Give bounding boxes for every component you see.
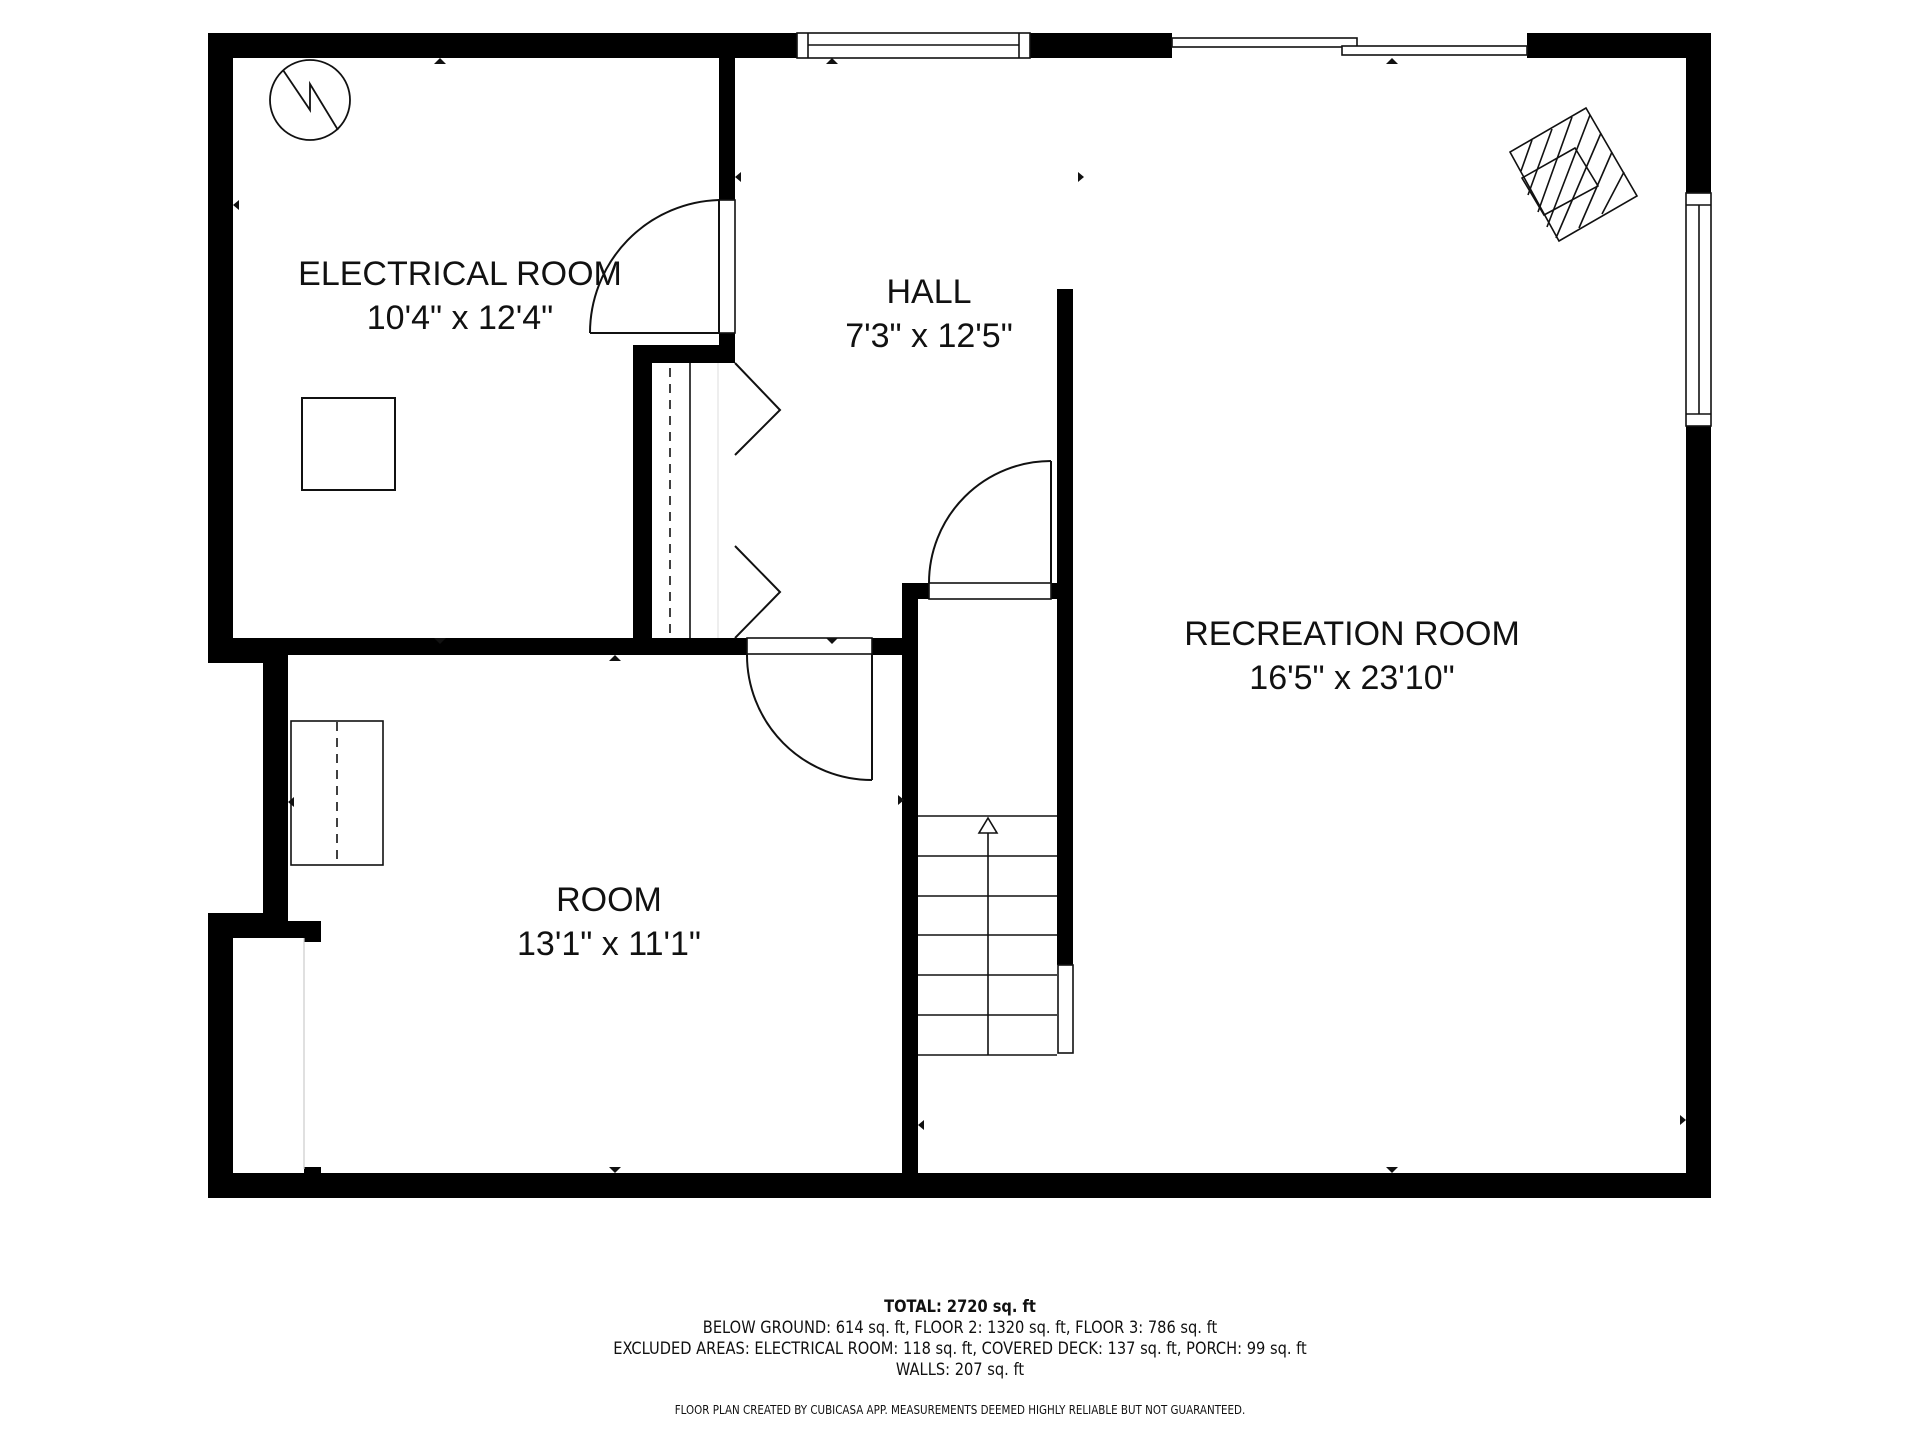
wall-closet-top	[633, 345, 735, 363]
room-dims-recreation: 16'5" x 23'10"	[1249, 659, 1455, 697]
water-heater-icon	[269, 59, 351, 141]
room-label-electrical: ELECTRICAL ROOM 10'4" x 12'4"	[298, 254, 622, 338]
closet-hall	[669, 363, 719, 638]
closet-room	[290, 720, 384, 1169]
wall-top-right	[1527, 33, 1711, 58]
door-stair-frame	[928, 582, 1052, 600]
room-name-electrical: ELECTRICAL ROOM	[298, 255, 622, 293]
summary-total: TOTAL: 2720 sq. ft	[884, 1297, 1036, 1317]
wall-bottom	[208, 1173, 1711, 1198]
wall-mid-horizontal-left	[208, 638, 747, 655]
room-name-room: ROOM	[556, 881, 662, 919]
wall-nook-stub	[304, 1167, 321, 1175]
door-electrical-frame	[718, 199, 736, 334]
walls	[208, 33, 1711, 1198]
room-label-room: ROOM 13'1" x 11'1"	[517, 880, 701, 964]
door-stair-arc	[928, 460, 1052, 584]
wall-left-upper	[208, 33, 233, 663]
sliding-door-panel-1	[1171, 37, 1358, 48]
door-electrical-arc	[589, 199, 720, 334]
room-label-hall: HALL 7'3" x 12'5"	[845, 272, 1013, 356]
room-label-recreation: RECREATION ROOM 16'5" x 23'10"	[1184, 614, 1520, 698]
wall-elec-hall-upper	[719, 33, 735, 200]
room-dims-electrical: 10'4" x 12'4"	[366, 299, 554, 337]
door-swings	[589, 199, 1052, 781]
room-dims-hall: 7'3" x 12'5"	[845, 317, 1013, 355]
wall-right-lower	[1686, 426, 1711, 1198]
bifold-door-lower	[734, 545, 782, 639]
windows-doors	[718, 32, 1712, 1054]
wall-top-mid	[1030, 33, 1172, 58]
wall-left-jog-stub	[304, 921, 321, 942]
wall-left-jog-vertical	[263, 655, 288, 922]
wall-markers	[233, 58, 1686, 1173]
wall-closet-left	[633, 345, 652, 645]
wall-top-left	[208, 33, 797, 58]
footer-disclaimer: FLOOR PLAN CREATED BY CUBICASA APP. MEAS…	[674, 1403, 1246, 1417]
bifold-door-upper	[734, 362, 782, 456]
electrical-panel-icon	[301, 397, 396, 491]
stair-rail	[1057, 964, 1074, 1054]
summary-excluded: EXCLUDED AREAS: ELECTRICAL ROOM: 118 sq.…	[613, 1339, 1307, 1359]
wall-stair-left	[902, 583, 918, 1198]
summary-walls: WALLS: 207 sq. ft	[895, 1360, 1025, 1380]
wall-stair-top-left	[902, 583, 929, 599]
sliding-door-panel-2	[1341, 45, 1528, 56]
door-room-frame	[746, 637, 873, 655]
fireplace-icon	[1508, 106, 1639, 243]
stairs	[918, 815, 1057, 1056]
room-dims-room: 13'1" x 11'1"	[517, 925, 701, 963]
room-name-hall: HALL	[886, 273, 972, 311]
summary-below-ground: BELOW GROUND: 614 sq. ft, FLOOR 2: 1320 …	[702, 1318, 1218, 1338]
stairs-up-arrow-icon	[977, 816, 999, 834]
room-name-recreation: RECREATION ROOM	[1184, 615, 1520, 653]
area-summary: TOTAL: 2720 sq. ft BELOW GROUND: 614 sq.…	[0, 1297, 1920, 1381]
closet-room-shelf	[290, 720, 384, 866]
wall-hall-rec	[1057, 289, 1073, 965]
wall-left-lower	[208, 913, 233, 1198]
wall-right-upper	[1686, 33, 1711, 193]
door-room-arc	[745, 653, 873, 781]
